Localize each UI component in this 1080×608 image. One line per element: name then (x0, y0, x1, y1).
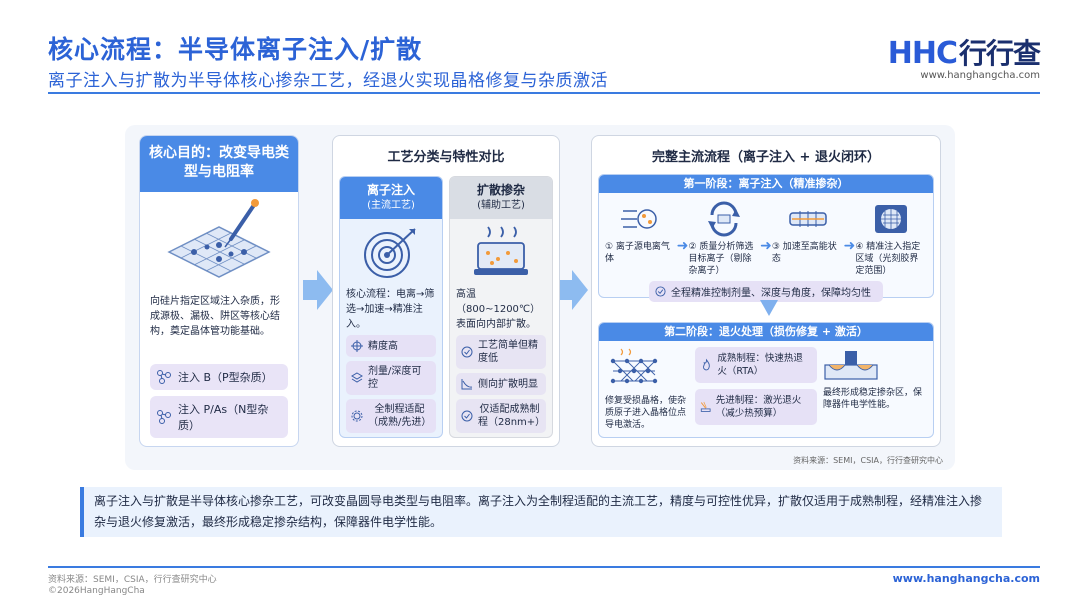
step-ionize: ① 离子源电离气体 (605, 199, 677, 277)
anneal-methods: 成熟制程：快速热退火（RTA） 先进制程：激光退火（减少热预算） (695, 347, 817, 431)
diffusion-description: 高温（800~1200℃）表面向内部扩散。 (456, 289, 541, 330)
laser-anneal-label: 先进制程：激光退火（减少热预算） (715, 395, 802, 419)
lattice-repair-block: 修复受损晶格，使杂质原子进入晶格位点导电激活。 (605, 347, 689, 431)
stage-annealing: 第二阶段：退火处理（损伤修复 + 激活） 修复受损晶格，使杂质原子进入晶格位点导… (598, 322, 934, 438)
purpose-description: 向硅片指定区域注入杂质，形成源极、漏极、阱区等核心结构，奠定晶体管功能基础。 (150, 296, 280, 337)
stage2-heading: 第二阶段：退火处理（损伤修复 + 激活） (599, 323, 933, 341)
page-title: 核心流程：半导体离子注入/扩散 (48, 35, 423, 64)
stage1-note: 全程精准控制剂量、深度与角度，保障均匀性 (649, 281, 883, 302)
purpose-panel: 核心目的：改变导电类型与电阻率 向硅片指定区域注入杂质，形成源极、漏极、阱区等核… (139, 135, 299, 447)
purpose-heading: 核心目的：改变导电类型与电阻率 (140, 136, 298, 192)
laser-anneal-box: 先进制程：激光退火（减少热预算） (695, 389, 817, 425)
final-doping-text: 最终形成稳定掺杂区，保障器件电学性能。 (823, 388, 923, 410)
arrow-right-icon: ➜ (760, 238, 772, 254)
rta-box: 成熟制程：快速热退火（RTA） (695, 347, 817, 383)
stage1-heading: 第一阶段：离子注入（精准掺杂） (599, 175, 933, 193)
header-divider (48, 92, 1040, 94)
boron-injection-label: 注入 B（P型杂质） (178, 371, 273, 384)
magnet-cycle-icon (688, 199, 760, 239)
footer-source: 资料来源：SEMI，CSIA，行行查研究中心 (48, 575, 217, 585)
check-circle-icon (461, 410, 473, 422)
gear-icon (351, 410, 363, 422)
diffusion-chip-nodes: 仅适配成熟制程（28nm+） (456, 399, 546, 433)
crystal-lattice-icon (610, 348, 658, 384)
layers-icon (351, 372, 363, 383)
lattice-repair-text: 修复受损晶格，使杂质原子进入晶格位点导电激活。 (605, 396, 687, 430)
check-circle-icon (461, 346, 473, 358)
molecule-icon (157, 410, 171, 424)
step-ionize-label: ① 离子源电离气体 (605, 242, 670, 264)
diffusion-title: 扩散掺杂 (476, 183, 525, 197)
step-mass-analysis-label: ② 质量分析筛选目标离子（剔除杂离子） (688, 242, 754, 276)
arrow-right-icon: ➜ (843, 238, 856, 254)
stage1-note-text: 全程精准控制剂量、深度与角度，保障均匀性 (671, 288, 871, 299)
wafer-grid-icon (855, 199, 927, 239)
brand-logo: HHC行行查 www.hanghangcha.com (887, 32, 1041, 81)
ion-implant-tag: (主流工艺) (367, 200, 415, 211)
step-mass-analysis: ② 质量分析筛选目标离子（剔除杂离子） (688, 199, 760, 277)
laser-icon (701, 401, 711, 412)
arrow-right-icon: ➜ (676, 238, 689, 254)
ion-implant-title: 离子注入 (366, 183, 415, 197)
ion-implant-chip-label: 全制程适配（成熟/先进） (368, 404, 432, 428)
footer-copyright: ©2026HangHangCha (48, 586, 145, 596)
comparison-panel: 工艺分类与特性对比 离子注入 (主流工艺) 核心流程：电离→筛选→加速→精准注入… (332, 135, 560, 447)
flow-arrow-right-icon (303, 270, 333, 310)
ion-implant-chip-nodes: 全制程适配（成熟/先进） (346, 399, 436, 433)
summary-box: 离子注入与扩散是半导体核心掺杂工艺，可改变晶圆导电类型与电阻率。离子注入为全制程… (80, 487, 1002, 537)
ion-implant-chip-label: 剂量/深度可控 (368, 366, 422, 390)
footer-url-link[interactable]: www.hanghangcha.com (892, 572, 1040, 585)
full-process-panel: 完整主流流程（离子注入 + 退火闭环） 第一阶段：离子注入（精准掺杂） ① 离子… (591, 135, 941, 447)
process-diagram: 核心目的：改变导电类型与电阻率 向硅片指定区域注入杂质，形成源极、漏极、阱区等核… (125, 125, 955, 470)
diffusion-tag: (辅助工艺) (477, 200, 525, 211)
final-doping-block: 最终形成稳定掺杂区，保障器件电学性能。 (823, 347, 927, 431)
diffusion-chip-lateral: 侧向扩散明显 (456, 373, 546, 395)
curve-chart-icon (461, 379, 473, 390)
logo-mark-cn: 行行查 (958, 37, 1041, 70)
phosphorus-injection-label: 注入 P/As（N型杂质） (178, 403, 269, 432)
diffusion-column: 扩散掺杂 (辅助工艺) 高温（800~1200℃）表面向内部扩散。 工艺简单但精… (449, 176, 553, 438)
arrow-down-icon (760, 300, 778, 316)
flow-arrow-right-icon (558, 270, 588, 310)
molecule-icon (157, 370, 171, 384)
ion-implant-chip-dose: 剂量/深度可控 (346, 361, 436, 395)
check-circle-icon (655, 286, 666, 297)
crosshair-icon (351, 340, 363, 352)
diffusion-header: 扩散掺杂 (辅助工艺) (450, 177, 552, 219)
step-implant-label: ④ 精准注入指定区域（光刻胶界定范围） (855, 242, 921, 276)
diagram-source: 资料来源：SEMI，CSIA，行行查研究中心 (793, 456, 943, 465)
diffusion-chip-label: 侧向扩散明显 (478, 378, 538, 390)
transistor-structure-icon (824, 351, 878, 380)
ion-implant-chip-precision: 精度高 (346, 335, 436, 357)
footer-divider (48, 566, 1040, 568)
accelerator-tube-icon (772, 199, 844, 239)
ion-implant-description: 核心流程：电离→筛选→加速→精准注入。 (346, 289, 435, 330)
step-accelerate: ③ 加速至高能状态 (772, 199, 844, 277)
stage-ion-implant: 第一阶段：离子注入（精准掺杂） ① 离子源电离气体 ➜ ② 质量分析筛选目标离子… (598, 174, 934, 302)
phosphorus-injection-pill: 注入 P/As（N型杂质） (150, 396, 288, 438)
target-icon (340, 219, 442, 285)
step-accelerate-label: ③ 加速至高能状态 (771, 242, 837, 264)
ion-implant-column: 离子注入 (主流工艺) 核心流程：电离→筛选→加速→精准注入。 精度高 (339, 176, 443, 438)
boron-injection-pill: 注入 B（P型杂质） (150, 364, 288, 390)
diffusion-chip-label: 工艺简单但精度低 (478, 340, 538, 364)
logo-url: www.hanghangcha.com (920, 70, 1040, 81)
logo-mark-latin: HHC (887, 36, 958, 71)
ion-implant-chip-label: 精度高 (368, 340, 398, 352)
ion-source-icon (605, 199, 677, 239)
furnace-icon (450, 219, 552, 285)
full-process-heading: 完整主流流程（离子注入 + 退火闭环） (652, 150, 880, 165)
diffusion-chip-label: 仅适配成熟制程（28nm+） (478, 404, 546, 428)
step-implant: ④ 精准注入指定区域（光刻胶界定范围） (855, 199, 927, 277)
page-subtitle: 离子注入与扩散为半导体核心掺杂工艺，经退火实现晶格修复与杂质激活 (48, 71, 608, 91)
comparison-heading: 工艺分类与特性对比 (387, 150, 505, 165)
ion-implant-header: 离子注入 (主流工艺) (340, 177, 442, 219)
rta-label: 成熟制程：快速热退火（RTA） (717, 353, 803, 377)
diffusion-chip-simple: 工艺简单但精度低 (456, 335, 546, 369)
flame-icon (703, 358, 711, 371)
wafer-injection-illustration (140, 192, 298, 292)
